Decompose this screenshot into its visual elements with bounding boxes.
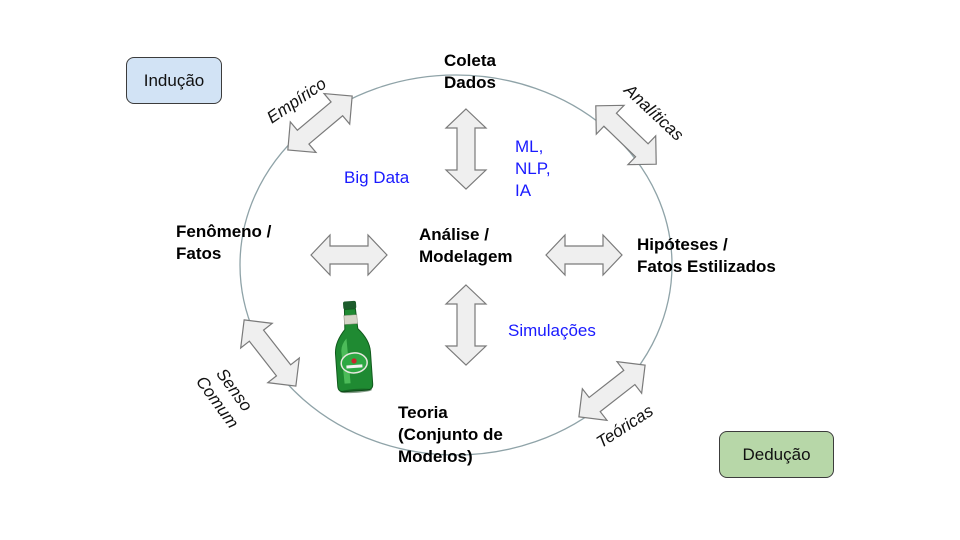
deducao-box: Dedução <box>719 431 834 478</box>
annotation-ml-line-2: NLP, <box>515 159 551 178</box>
node-teoria-line-3: Modelos) <box>398 447 473 466</box>
node-analise-line-2: Modelagem <box>419 247 513 266</box>
node-teoria-line-2: (Conjunto de <box>398 425 503 444</box>
node-teoria: Teoria (Conjunto de Modelos) <box>398 402 503 468</box>
node-analise-line-1: Análise / <box>419 225 489 244</box>
annotation-ml-line-1: ML, <box>515 137 544 156</box>
inducao-box: Indução <box>126 57 222 104</box>
annotation-big-data: Big Data <box>344 167 409 189</box>
double-arrow-analise-hipoteses <box>545 233 623 277</box>
node-coleta-line-1: Coleta <box>444 51 496 70</box>
annotation-big-data-text: Big Data <box>344 168 410 187</box>
double-arrow-teoricas <box>578 360 646 422</box>
double-arrow-empirico <box>287 92 353 154</box>
node-fenomeno-fatos: Fenômeno / Fatos <box>176 221 271 265</box>
node-hipoteses: Hipóteses / Fatos Estilizados <box>637 234 776 278</box>
double-arrow-coleta-analise <box>444 108 488 190</box>
node-analise-modelagem: Análise / Modelagem <box>419 224 513 268</box>
node-coleta-dados: Coleta Dados <box>444 50 496 94</box>
node-hipoteses-line-2: Fatos Estilizados <box>637 257 776 276</box>
cycle-circle <box>239 74 673 456</box>
annotation-ml-line-3: IA <box>515 181 532 200</box>
node-fenomeno-line-1: Fenômeno / <box>176 222 272 241</box>
deducao-label: Dedução <box>742 444 811 464</box>
node-fenomeno-line-2: Fatos <box>176 244 222 263</box>
node-coleta-line-2: Dados <box>444 73 496 92</box>
annotation-simulacoes: Simulações <box>508 320 596 342</box>
inducao-label: Indução <box>143 70 205 90</box>
node-teoria-line-1: Teoria <box>398 403 448 422</box>
annotation-simulacoes-text: Simulações <box>508 321 596 340</box>
annotation-ml-nlp-ia: ML, NLP, IA <box>515 136 551 202</box>
double-arrow-analiticas <box>595 104 657 166</box>
green-beer-bottle-icon <box>334 300 374 394</box>
double-arrow-fenomeno-analise <box>310 233 388 277</box>
double-arrow-analise-teoria <box>444 284 488 366</box>
node-hipoteses-line-1: Hipóteses / <box>637 235 728 254</box>
double-arrow-senso-comum <box>239 319 301 387</box>
